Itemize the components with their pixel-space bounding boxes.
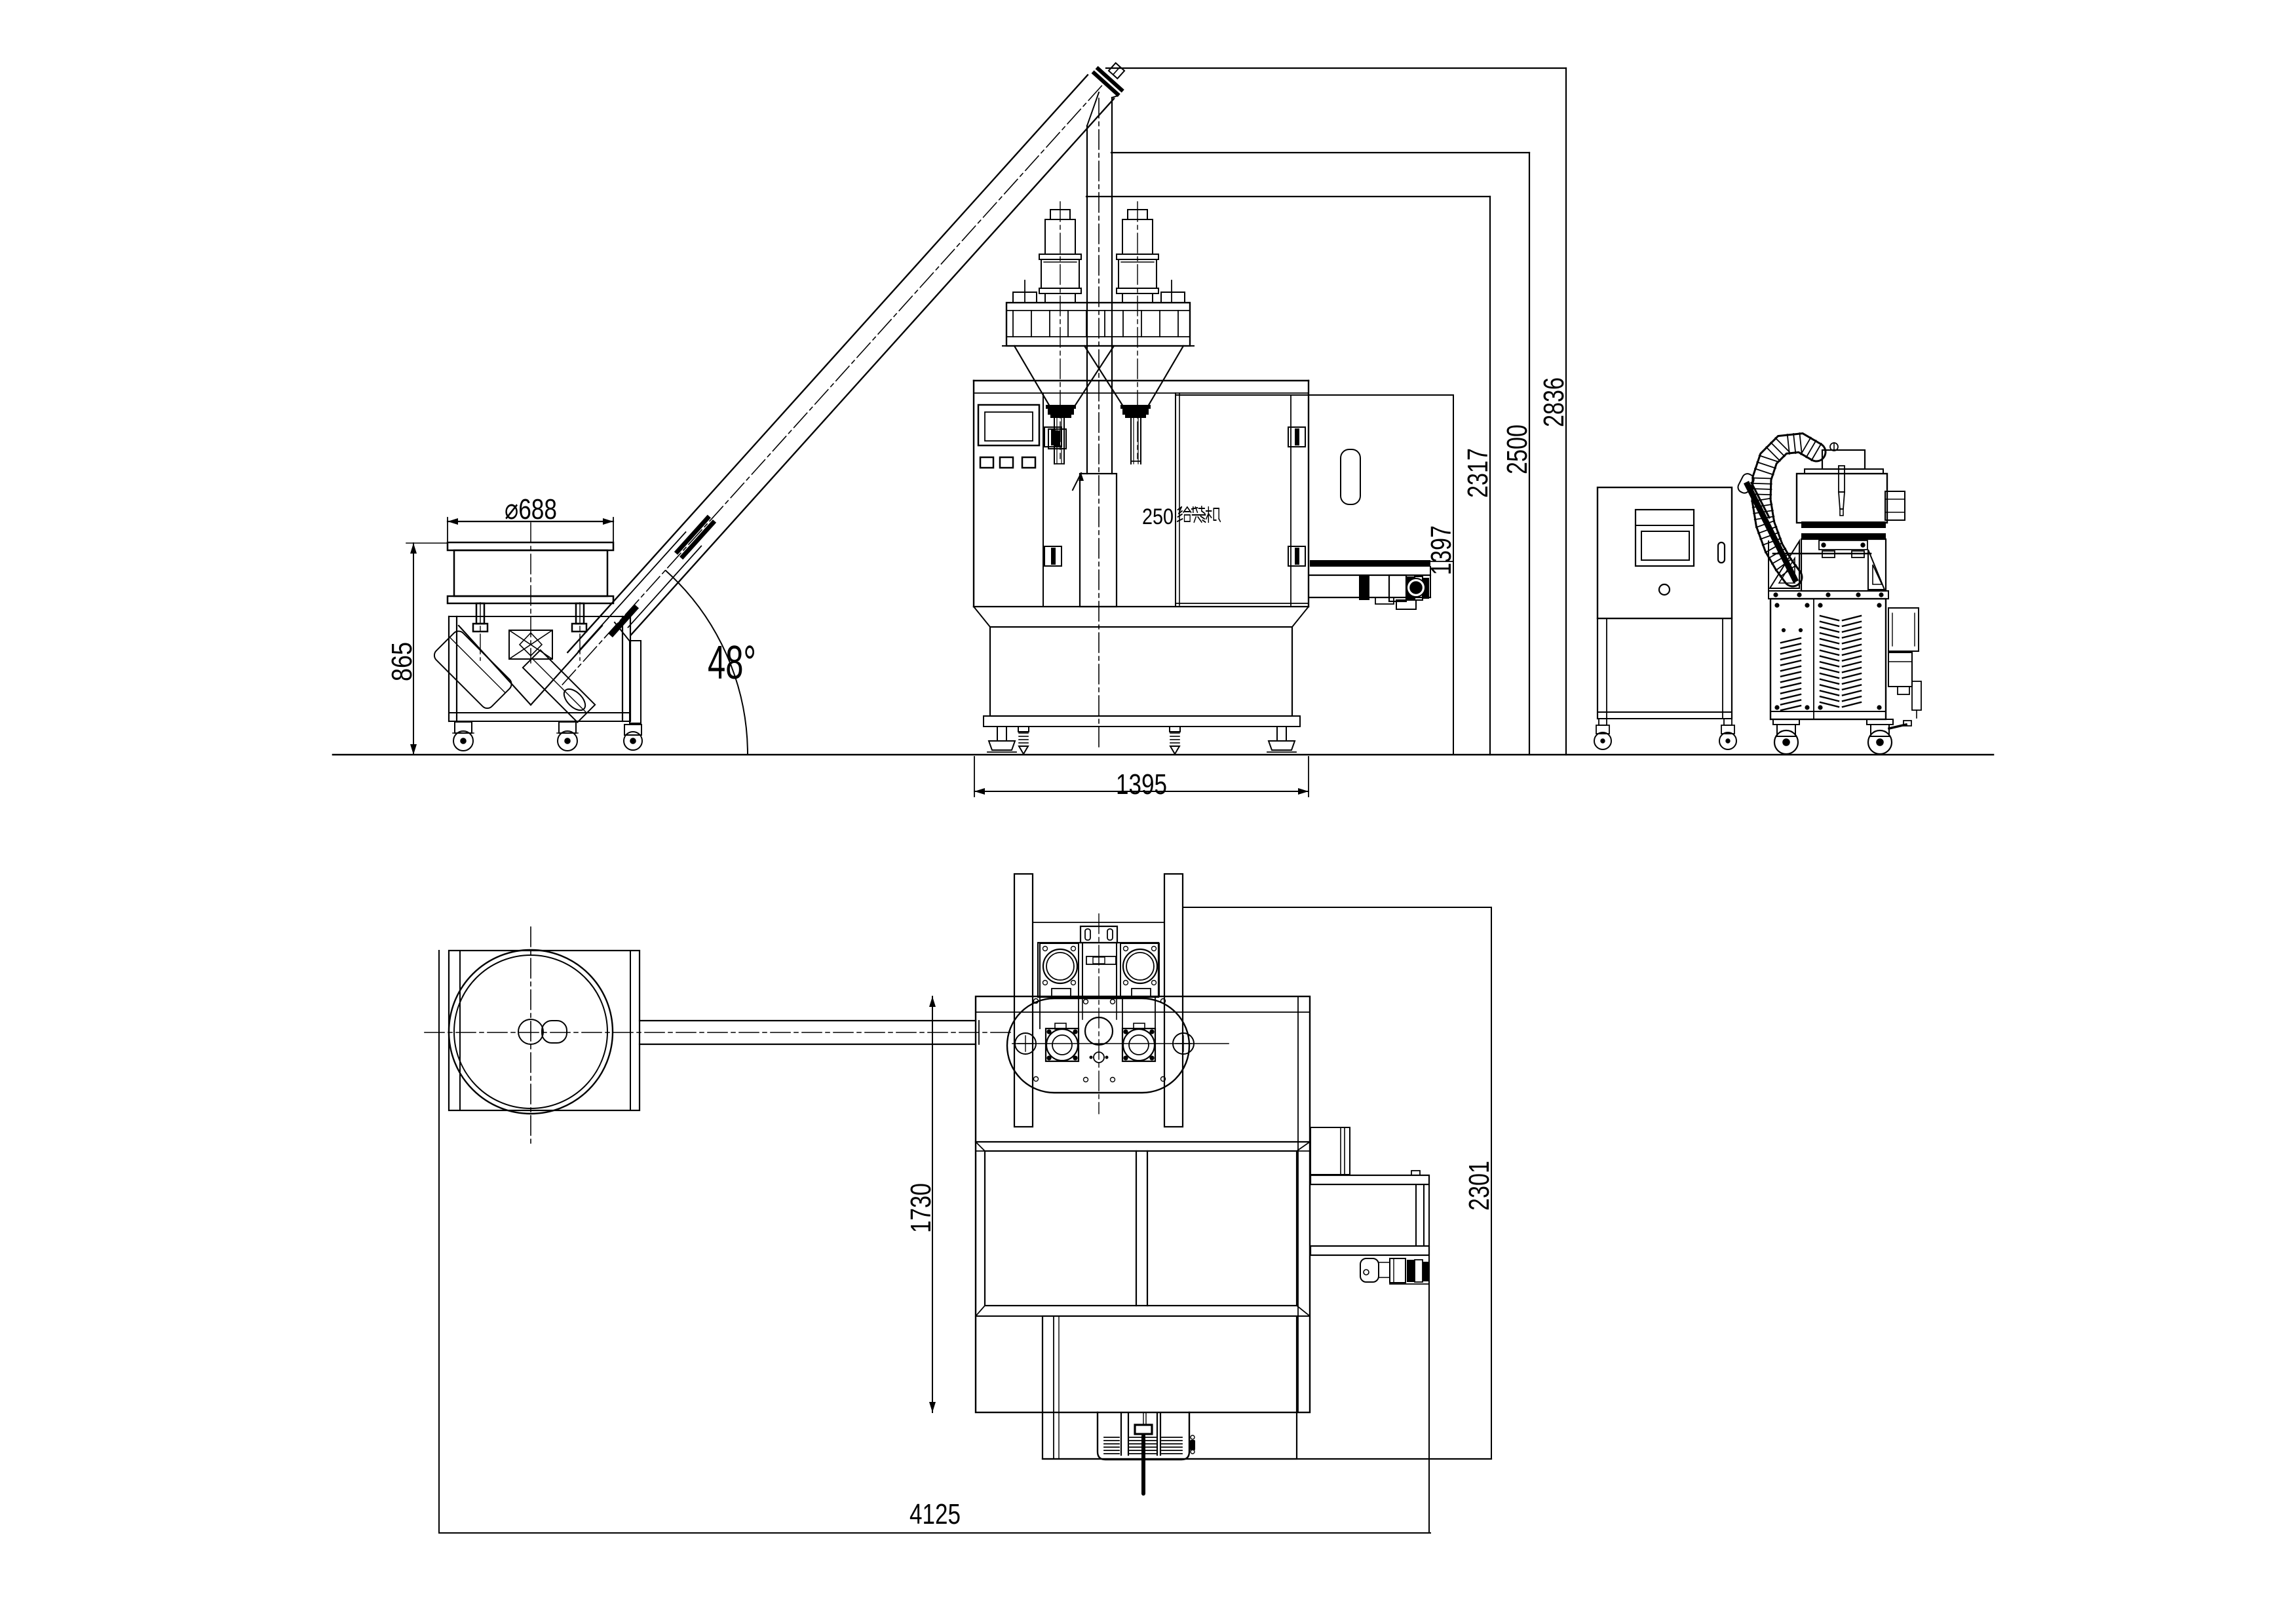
- svg-text:4125: 4125: [909, 1498, 961, 1530]
- svg-text:2317: 2317: [1462, 448, 1494, 498]
- svg-text:250: 250: [1142, 504, 1174, 529]
- svg-text:2301: 2301: [1463, 1161, 1495, 1211]
- svg-text:⌀688: ⌀688: [505, 493, 557, 525]
- svg-text:1730: 1730: [905, 1183, 937, 1233]
- svg-text:865: 865: [386, 642, 418, 681]
- svg-text:1397: 1397: [1425, 525, 1457, 575]
- svg-text:1395: 1395: [1116, 768, 1167, 801]
- svg-text:2836: 2836: [1538, 377, 1570, 427]
- svg-text:48°: 48°: [708, 637, 756, 689]
- svg-text:2500: 2500: [1501, 425, 1533, 474]
